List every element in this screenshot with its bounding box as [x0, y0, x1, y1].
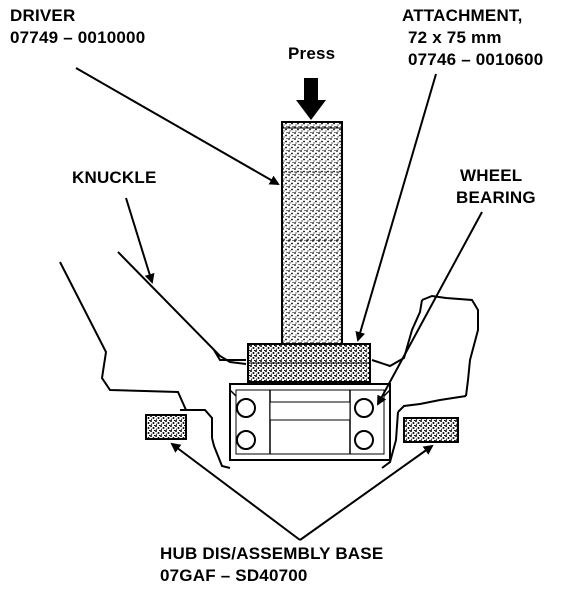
press-label: Press	[288, 44, 336, 63]
attachment-title-label: ATTACHMENT,	[402, 6, 523, 25]
knuckle-label: KNUCKLE	[72, 168, 157, 187]
wheel-bearing	[229, 383, 391, 461]
attachment-plate	[247, 343, 371, 383]
driver-part-label: 07749 – 0010000	[10, 28, 146, 47]
attachment-size-label: 72 x 75 mm	[408, 28, 502, 47]
leader-lines	[75, 67, 483, 541]
hub-base-blocks	[145, 414, 459, 443]
bearing-label: BEARING	[456, 188, 536, 207]
driver-title-label: DRIVER	[10, 6, 76, 25]
wheel-label: WHEEL	[460, 166, 523, 185]
base-part-label: 07GAF – SD40700	[160, 566, 308, 585]
driver-shaft	[281, 121, 343, 345]
attachment-part-label: 07746 – 0010600	[408, 50, 544, 69]
knuckle-outline	[59, 251, 247, 469]
press-arrow-icon	[296, 78, 326, 120]
base-title-label: HUB DIS/ASSEMBLY BASE	[160, 544, 384, 563]
